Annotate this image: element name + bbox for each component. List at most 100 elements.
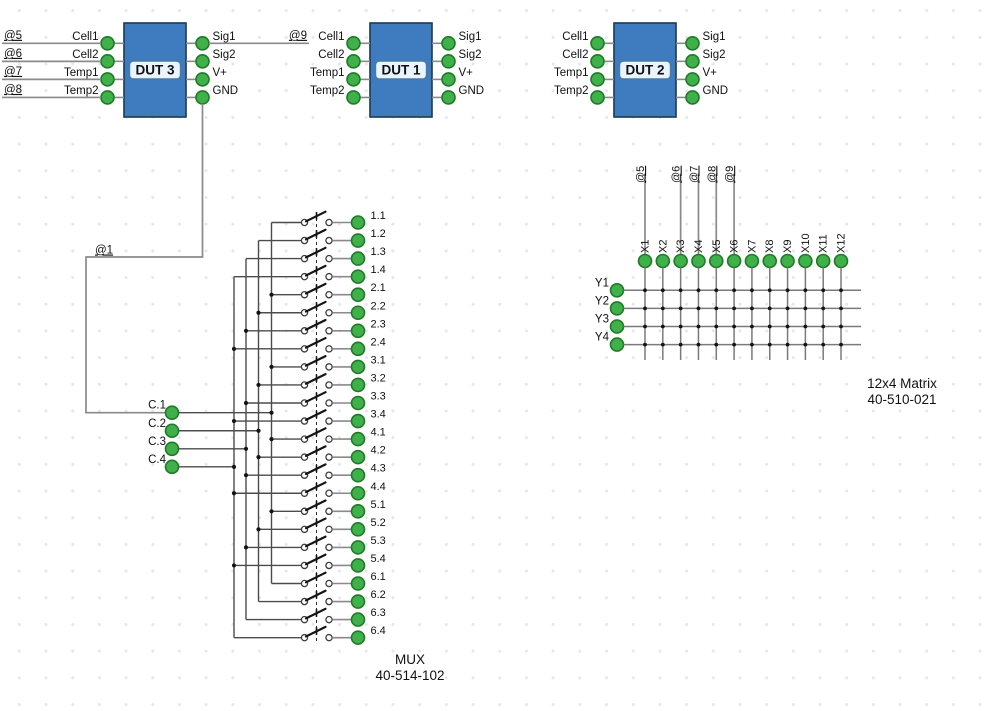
matrix-crosspoint-x3-y1[interactable] bbox=[678, 288, 683, 293]
matrix-crosspoint-x2-y2[interactable] bbox=[660, 306, 665, 311]
mux-junction-2-3[interactable] bbox=[243, 328, 249, 333]
matrix-column-pin-x3[interactable] bbox=[673, 253, 688, 269]
mux-switch-2-1[interactable]: 2.1 bbox=[269, 282, 386, 303]
matrix-row-pin-y4[interactable] bbox=[609, 337, 625, 352]
matrix-crosspoint-x6-y2[interactable] bbox=[732, 306, 736, 311]
mux-switch-4-2[interactable]: 4.2 bbox=[256, 445, 386, 465]
mux-junction-4-1[interactable] bbox=[269, 437, 274, 442]
mux-switch-terminal-right[interactable] bbox=[325, 561, 333, 570]
mux-junction-c-3[interactable] bbox=[243, 446, 249, 451]
mux-output-pin-2-2[interactable] bbox=[350, 305, 366, 321]
mux-junction-5-1[interactable] bbox=[269, 509, 274, 514]
matrix-crosspoint-x5-y4[interactable] bbox=[714, 342, 719, 347]
matrix-row-pin-y2[interactable] bbox=[609, 301, 625, 316]
matrix-column-pin-x12[interactable] bbox=[833, 253, 849, 269]
mux-switch-3-1[interactable]: 3.1 bbox=[269, 354, 386, 375]
matrix-crosspoint-x2-y3[interactable] bbox=[660, 324, 665, 329]
mux-output-pin-1-3[interactable] bbox=[350, 251, 366, 266]
mux-junction-c-2[interactable] bbox=[256, 428, 261, 433]
mux-output-pin-5-1[interactable] bbox=[350, 503, 366, 519]
net-label-at1[interactable]: @1 bbox=[95, 245, 113, 257]
mux-switch-terminal-right[interactable] bbox=[325, 471, 333, 479]
matrix-column-pin-x8[interactable] bbox=[762, 253, 778, 269]
dut-3-pin-v[interactable] bbox=[195, 72, 210, 87]
mux-output-pin-6-2[interactable] bbox=[350, 594, 366, 609]
matrix-crosspoint-x7-y1[interactable] bbox=[750, 288, 754, 293]
mux-junction-5-2[interactable] bbox=[256, 527, 261, 532]
matrix-column-pin-x11[interactable] bbox=[815, 253, 831, 269]
mux-junction-3-4[interactable] bbox=[231, 418, 237, 424]
dut-1-pin-cell1[interactable] bbox=[346, 35, 361, 51]
dut-2-pin-sig1[interactable] bbox=[685, 35, 700, 51]
mux-output-pin-4-3[interactable] bbox=[350, 467, 366, 483]
matrix-column-pin-x2[interactable] bbox=[655, 253, 671, 269]
dut-2-pin-sig2[interactable] bbox=[685, 54, 700, 69]
matrix-crosspoint-x4-y4[interactable] bbox=[696, 342, 701, 347]
mux-switch-terminal-right[interactable] bbox=[325, 327, 333, 335]
mux-switch-terminal-right[interactable] bbox=[325, 489, 333, 497]
mux-switch-3-4[interactable]: 3.4 bbox=[231, 409, 386, 429]
mux-output-pin-6-3[interactable] bbox=[350, 612, 366, 627]
matrix-crosspoint-x5-y1[interactable] bbox=[714, 288, 719, 293]
net-label-at7[interactable]: @7 bbox=[4, 66, 22, 78]
matrix-crosspoint-x8-y3[interactable] bbox=[767, 324, 772, 329]
matrix-crosspoint-x8-y1[interactable] bbox=[767, 288, 772, 293]
mux-junction-2-2[interactable] bbox=[256, 310, 261, 315]
mux-output-pin-4-1[interactable] bbox=[350, 431, 366, 447]
matrix-crosspoint-x5-y2[interactable] bbox=[714, 306, 719, 311]
matrix-column-pin-x7[interactable] bbox=[744, 253, 760, 269]
mux-output-pin-4-2[interactable] bbox=[350, 449, 366, 465]
matrix-crosspoint-x10-y1[interactable] bbox=[803, 288, 808, 293]
matrix-net-label-at5[interactable]: @5 bbox=[635, 166, 647, 183]
matrix-crosspoint-x9-y2[interactable] bbox=[785, 306, 790, 311]
mux-input-pin-c-2[interactable] bbox=[164, 423, 180, 439]
mux-switch-terminal-right[interactable] bbox=[325, 345, 333, 353]
matrix-crosspoint-x12-y2[interactable] bbox=[839, 306, 843, 311]
matrix-crosspoint-x12-y4[interactable] bbox=[839, 342, 843, 347]
mux-output-pin-1-4[interactable] bbox=[350, 269, 366, 284]
mux-switch-1-3[interactable]: 1.3 bbox=[246, 246, 386, 266]
matrix-crosspoint-x10-y2[interactable] bbox=[803, 306, 808, 311]
mux-switch-1-2[interactable]: 1.2 bbox=[258, 228, 386, 248]
matrix-crosspoint-x4-y3[interactable] bbox=[696, 324, 701, 329]
mux-switch-terminal-right[interactable] bbox=[325, 363, 333, 371]
mux-component[interactable]: @1C.1C.2C.3C.41.11.21.31.42.12.22.32.43.… bbox=[85, 103, 386, 645]
matrix-crosspoint-x10-y3[interactable] bbox=[803, 324, 808, 329]
dut-3-pin-cell1[interactable] bbox=[100, 35, 115, 51]
mux-input-pin-c-3[interactable] bbox=[164, 441, 180, 457]
mux-switch-2-2[interactable]: 2.2 bbox=[256, 300, 386, 321]
matrix-crosspoint-x10-y4[interactable] bbox=[803, 342, 808, 347]
matrix-crosspoint-x1-y1[interactable] bbox=[643, 288, 647, 293]
mux-switch-terminal-right[interactable] bbox=[325, 308, 333, 317]
mux-switch-terminal-right[interactable] bbox=[325, 236, 333, 245]
mux-switch-terminal-right[interactable] bbox=[325, 399, 333, 407]
mux-junction-3-1[interactable] bbox=[269, 364, 274, 369]
matrix-crosspoint-x11-y3[interactable] bbox=[821, 324, 826, 329]
mux-junction-3-2[interactable] bbox=[256, 382, 261, 388]
matrix-column-pin-x9[interactable] bbox=[780, 253, 795, 269]
matrix-crosspoint-x1-y4[interactable] bbox=[643, 342, 647, 347]
mux-output-pin-3-4[interactable] bbox=[350, 413, 366, 429]
matrix-crosspoint-x8-y2[interactable] bbox=[767, 306, 772, 311]
mux-junction-4-4[interactable] bbox=[231, 491, 237, 496]
mux-switch-6-4[interactable]: 6.4 bbox=[234, 625, 386, 645]
mux-switch-4-1[interactable]: 4.1 bbox=[269, 427, 386, 447]
dut-2-pin-temp1[interactable] bbox=[590, 72, 605, 87]
matrix-crosspoint-x9-y1[interactable] bbox=[785, 288, 790, 293]
dut-1-pin-gnd[interactable] bbox=[441, 90, 456, 105]
mux-output-pin-1-2[interactable] bbox=[350, 233, 366, 248]
matrix-crosspoint-x4-y2[interactable] bbox=[696, 306, 701, 311]
mux-switch-terminal-right[interactable] bbox=[325, 579, 333, 588]
dut-3-pin-sig1[interactable] bbox=[195, 35, 210, 51]
mux-junction-5-3[interactable] bbox=[243, 545, 249, 550]
matrix-crosspoint-x3-y3[interactable] bbox=[678, 324, 683, 329]
matrix-crosspoint-x1-y2[interactable] bbox=[643, 306, 647, 311]
matrix-crosspoint-x3-y4[interactable] bbox=[678, 342, 683, 347]
mux-junction-4-2[interactable] bbox=[256, 455, 261, 460]
matrix-crosspoint-x6-y4[interactable] bbox=[732, 342, 736, 347]
mux-switch-terminal-right[interactable] bbox=[325, 272, 333, 281]
dut-3-pin-gnd[interactable] bbox=[195, 90, 210, 105]
